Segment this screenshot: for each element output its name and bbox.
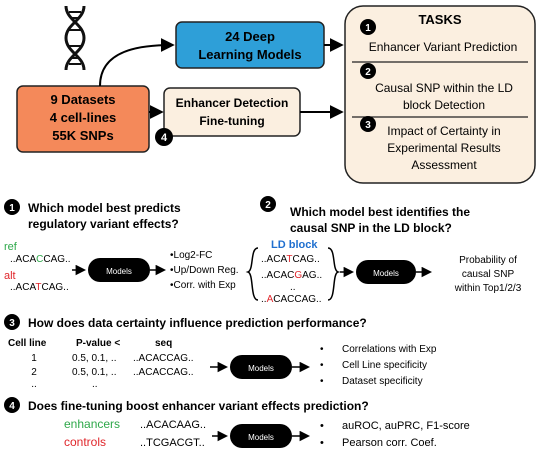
task-2-badge (360, 63, 376, 79)
q1-ref-seq: ..ACACCAG.. (10, 254, 71, 265)
q4-models-pill (230, 424, 292, 448)
q3-header-pvalue: P-value < (76, 338, 120, 349)
q2-seq-4: ..ACACCAG.. (261, 294, 322, 305)
q2-seq-2: ..ACACGAG.. (261, 270, 322, 281)
tasks-panel (344, 5, 536, 184)
dna-icon (64, 5, 86, 71)
finetune-line-2: Fine-tuning (199, 114, 264, 128)
q4-output-1: auROC, auPRC, F1-score (342, 420, 470, 432)
q1-question-2: regulatory variant effects? (28, 217, 179, 231)
task-3-number: 3 (365, 120, 371, 131)
q4-number: 4 (9, 401, 15, 412)
q3-header-seq: seq (155, 338, 172, 349)
q3-bullet-1: • (320, 344, 324, 355)
q1-output-2: •Up/Down Reg. (170, 265, 239, 276)
q2-output-1: Probability of (459, 255, 517, 266)
datasets-line-2: 4 cell-lines (50, 110, 116, 125)
q2-output-2: causal SNP (462, 269, 515, 280)
finetune-line-1: Enhancer Detection (176, 96, 289, 110)
task-3-text-1: Impact of Certainty in (387, 124, 500, 138)
q1-alt-seq: ..ACATCAG.. (10, 282, 69, 293)
q3-models-label: Models (248, 364, 274, 373)
task-3-text-2: Experimental Results (387, 141, 500, 155)
q2-question-1: Which model best identifies the (290, 205, 470, 219)
datasets-line-3: 55K SNPs (52, 128, 113, 143)
datasets-box (16, 85, 150, 153)
task-3-text-3: Assessment (411, 158, 477, 172)
q3-output-3: Dataset specificity (342, 376, 423, 387)
q2-models-pill (356, 260, 416, 284)
datasets-line-1: 9 Datasets (50, 92, 115, 107)
q3-row-3-cell: .. (31, 379, 37, 390)
q3-bullet-3: • (320, 376, 324, 387)
q2-seq-1: ..ACATCAG.. (261, 254, 320, 265)
q3-output-1: Correlations with Exp (342, 344, 437, 355)
q3-question: How does data certainty influence predic… (28, 316, 367, 330)
q2-left-brace (245, 247, 259, 301)
q2-seq-3: .. (290, 282, 296, 293)
task-2-number: 2 (365, 67, 371, 78)
models-line-1: 24 Deep (225, 29, 275, 44)
q2-right-brace (327, 247, 341, 301)
q4-badge (4, 397, 20, 413)
q3-output-2: Cell Line specificity (342, 360, 427, 371)
q3-row-1-cell: 1 (31, 353, 37, 364)
q4-enhancers-label: enhancers (64, 417, 120, 431)
q1-number: 1 (9, 203, 15, 214)
q3-row-2-seq: ..ACACCAG.. (133, 367, 194, 378)
models-line-2: Learning Models (198, 47, 301, 62)
task-1-badge (360, 19, 376, 35)
q1-ref-label: ref (4, 241, 18, 253)
q2-output-3: within Top1/2/3 (454, 283, 522, 294)
q1-question-1: Which model best predicts (28, 201, 181, 215)
q4-bullet-1: • (320, 420, 324, 432)
q2-models-label: Models (373, 269, 399, 278)
q4-controls-label: controls (64, 435, 106, 449)
q1-badge (4, 199, 20, 215)
q3-row-2-pvalue: 0.5, 0.1, .. (72, 367, 116, 378)
finetune-number: 4 (161, 132, 168, 144)
q3-row-1-seq: ..ACACCAG.. (133, 353, 194, 364)
q1-output-1: •Log2-FC (170, 250, 212, 261)
q3-badge (4, 314, 20, 330)
q1-alt-label: alt (4, 270, 16, 282)
q4-question: Does fine-tuning boost enhancer variant … (28, 399, 369, 413)
q4-output-2: Pearson corr. Coef. (342, 437, 437, 449)
q4-bullet-2: • (320, 437, 324, 449)
q3-row-3-pvalue: .. (92, 379, 98, 390)
q3-models-pill (230, 355, 292, 379)
q4-models-label: Models (248, 433, 274, 442)
q3-number: 3 (9, 318, 15, 329)
tasks-title: TASKS (418, 12, 461, 27)
q2-number: 2 (265, 200, 271, 211)
q3-row-1-pvalue: 0.5, 0.1, .. (72, 353, 116, 364)
q3-header-cell-line: Cell line (8, 338, 47, 349)
q4-enhancers-seq: ..ACACAAG.. (140, 419, 206, 431)
task-2-text-1: Causal SNP within the LD (375, 81, 513, 95)
arrow-datasets-to-models (99, 38, 175, 87)
task-1-number: 1 (365, 23, 371, 34)
q2-badge (260, 196, 276, 212)
q2-ld-label: LD block (271, 239, 318, 251)
q4-controls-seq: ..TCGACGT.. (140, 437, 205, 449)
task-1-text: Enhancer Variant Prediction (369, 40, 518, 54)
task-3-badge (360, 116, 376, 132)
q3-bullet-2: • (320, 360, 324, 371)
finetune-number-badge (155, 128, 173, 146)
q1-models-pill (88, 258, 150, 282)
q3-row-2-cell: 2 (31, 367, 37, 378)
q2-question-2: causal SNP in the LD block? (290, 221, 452, 235)
q1-output-3: •Corr. with Exp (170, 280, 236, 291)
task-2-text-2: block Detection (403, 98, 485, 112)
q1-models-label: Models (106, 267, 132, 276)
